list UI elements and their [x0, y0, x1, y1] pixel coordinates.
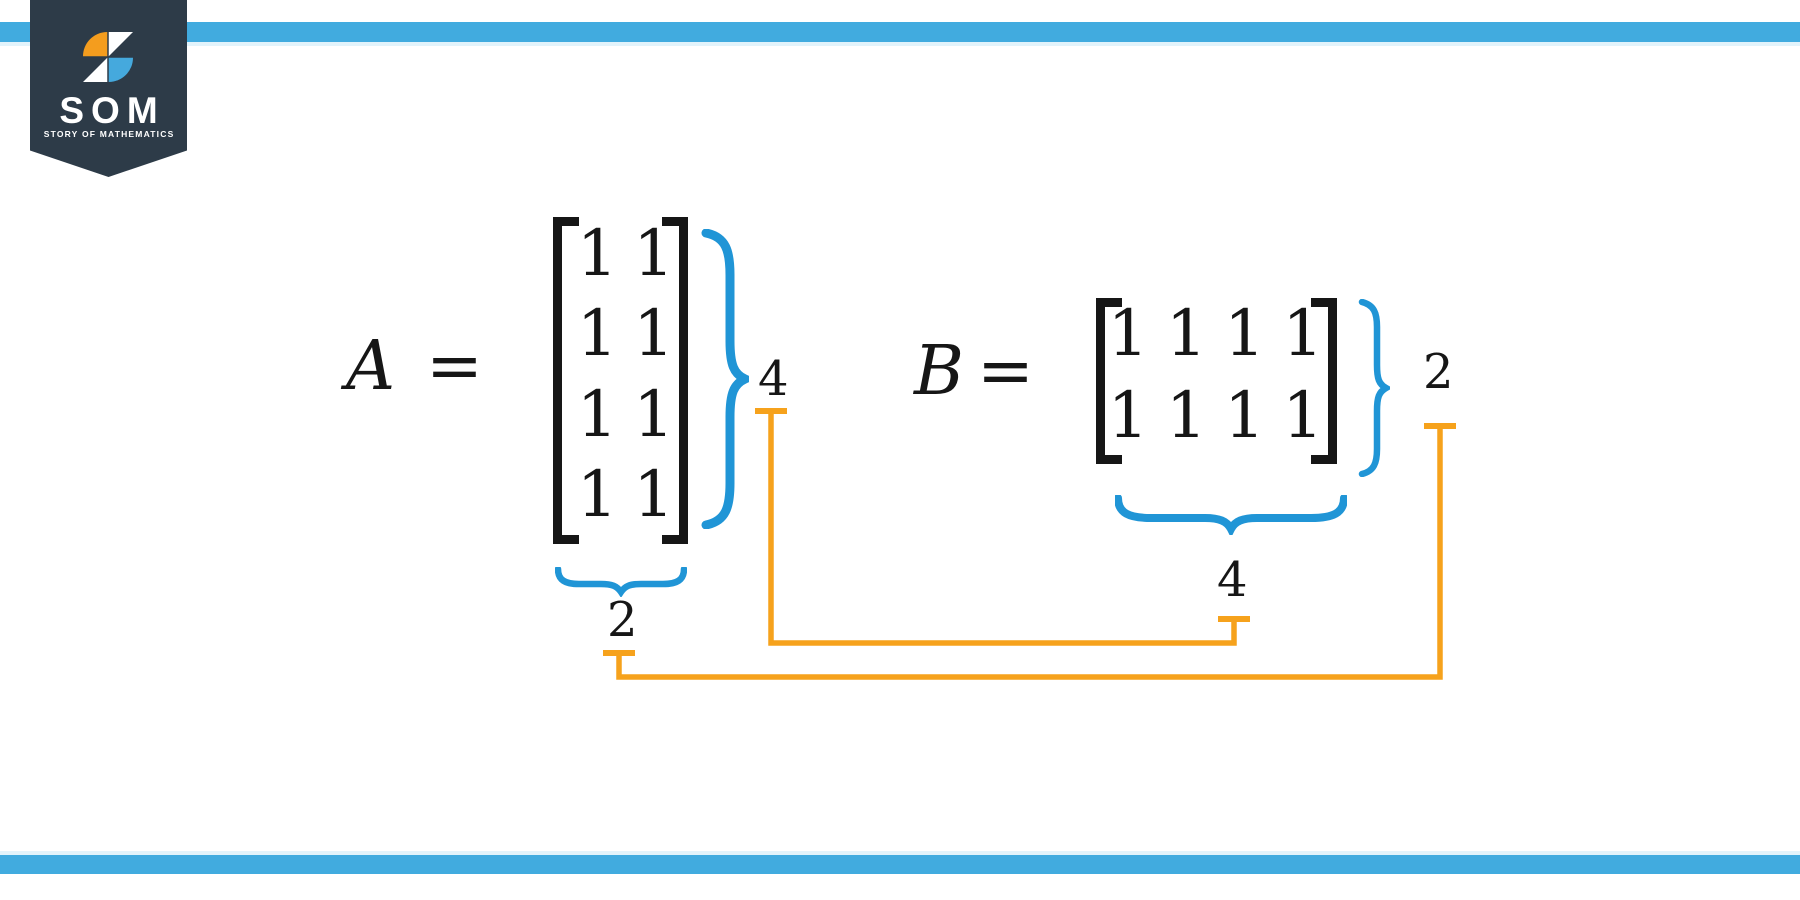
matrix-cell: 1	[1224, 379, 1265, 453]
matrix-b-row-count-label: 2	[1423, 344, 1454, 400]
matrix-cell: 1	[633, 377, 675, 452]
matrix-b-cols-brace-icon	[1115, 495, 1347, 535]
logo-title: SOM	[59, 90, 165, 131]
logo-subtitle: STORY OF MATHEMATICS	[43, 129, 175, 139]
matrix-a-left-bracket	[553, 217, 579, 544]
logo-banner: SOM STORY OF MATHEMATICS	[30, 0, 187, 177]
matrix-cell: 1	[633, 457, 675, 532]
matrix-cell: 1	[1107, 379, 1149, 453]
matrix-b-rows-brace-icon	[1358, 299, 1390, 477]
matrix-cell: 1	[576, 217, 618, 292]
matrix-cell: 1	[1107, 297, 1149, 371]
matrix-b-equals: =	[977, 332, 1034, 411]
matrix-cell: 1	[576, 297, 618, 372]
matrix-b-entries: 1 1 1 1 1 1 1 1	[1099, 293, 1332, 457]
matrix-a-rows-brace-icon	[701, 229, 749, 529]
matrix-cell: 1	[1166, 379, 1207, 453]
matrix-cell: 1	[576, 377, 618, 452]
matrix-a-row-count-label: 4	[758, 351, 789, 407]
matrix-cell: 1	[633, 217, 675, 292]
matrix-b-col-count-label: 4	[1217, 552, 1248, 608]
matrix-cell: 1	[1282, 379, 1324, 453]
matrix-cell: 1	[1224, 297, 1265, 371]
matrix-cell: 1	[576, 457, 618, 532]
matrix-a-col-count-label: 2	[607, 592, 638, 648]
matrix-a-entries: 1 1 1 1 1 1 1 1	[569, 214, 682, 535]
top-accent-bar	[0, 22, 1800, 42]
bottom-accent-bar	[0, 855, 1800, 874]
matrix-a-name: A	[346, 327, 396, 406]
matrix-a-equals: =	[426, 327, 483, 406]
matrix-cell: 1	[1166, 297, 1207, 371]
matrix-cell: 1	[633, 297, 675, 372]
bottom-accent-bar-glow	[0, 851, 1800, 855]
top-accent-bar-glow	[0, 42, 1800, 46]
matrix-cell: 1	[1282, 297, 1324, 371]
som-pinwheel-icon	[83, 32, 133, 82]
matrix-b-name: B	[914, 332, 964, 411]
